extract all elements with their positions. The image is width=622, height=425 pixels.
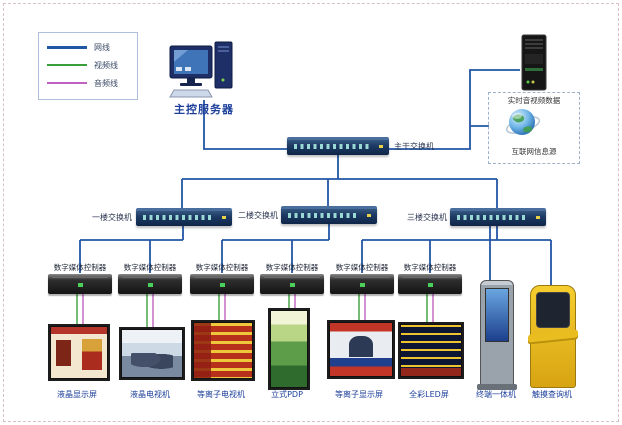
legend-label: 音频线 [94, 78, 118, 88]
backbone-switch [287, 137, 389, 155]
media-controller-4 [260, 274, 324, 294]
floor2-switch [281, 206, 377, 224]
switch-ports [457, 215, 526, 220]
legend-label: 视频线 [94, 60, 118, 70]
media-controller-2 [118, 274, 182, 294]
media-controller-label: 数字媒体控制器 [123, 263, 177, 272]
kiosk-touch-query [530, 285, 576, 388]
video-line-swatch [47, 64, 87, 66]
network-line-swatch [47, 45, 87, 49]
floor3-switch [450, 208, 546, 226]
desktop-computer-icon [169, 41, 233, 98]
internet-globe-icon [505, 105, 541, 141]
media-controller-label: 数字媒体控制器 [335, 263, 389, 272]
display-plasma-tv [191, 320, 255, 381]
audio-line-swatch [47, 82, 87, 84]
floor2-switch-label: 二楼交换机 [238, 211, 278, 220]
media-controller-label: 数字媒体控制器 [403, 263, 457, 272]
switch-led [367, 214, 371, 217]
display-led-screen [398, 322, 464, 379]
legend-label: 网线 [94, 42, 110, 52]
media-server-tower [518, 34, 550, 92]
lcd-tv-screen [122, 330, 182, 377]
terminal-kiosk-screen [485, 288, 509, 342]
switch-led [379, 145, 383, 148]
display-label: 全彩LED屏 [409, 390, 449, 399]
display-label: 触摸查询机 [532, 390, 572, 399]
switch-led [222, 216, 226, 219]
lcd-panel-screen [51, 327, 107, 378]
backbone-switch-label: 主干交换机 [394, 142, 434, 151]
switch-ports [143, 215, 212, 220]
media-controller-5 [330, 274, 394, 294]
vertical-pdp-screen [271, 311, 307, 387]
server-tower-icon [521, 34, 547, 91]
display-label: 液晶电视机 [130, 390, 170, 399]
display-lcd-tv [119, 327, 185, 380]
floor1-switch [136, 208, 232, 226]
media-controller-label: 数字媒体控制器 [195, 263, 249, 272]
touch-kiosk-screen [536, 292, 570, 328]
display-label: 立式PDP [271, 390, 303, 399]
floor1-switch-label: 一楼交换机 [92, 213, 132, 222]
switch-ports [294, 144, 369, 149]
source-group-box: 实时音视频数据 互联网信息源 [488, 92, 580, 164]
media-controller-label: 数字媒体控制器 [265, 263, 319, 272]
display-label: 等离子电视机 [197, 390, 245, 399]
floor3-switch-label: 三楼交换机 [407, 213, 447, 222]
media-controller-6 [398, 274, 462, 294]
kiosk-terminal-allinone [477, 280, 517, 390]
display-label: 终端一体机 [476, 390, 516, 399]
main-server-label: 主控服务器 [174, 103, 234, 116]
media-controller-label: 数字媒体控制器 [53, 263, 107, 272]
legend-item-video: 视频线 [47, 59, 118, 71]
switch-led [536, 216, 540, 219]
plasma-tv-screen [194, 323, 252, 378]
display-plasma-panel [327, 320, 395, 379]
led-screen-content [401, 325, 461, 376]
main-server-computer [168, 40, 238, 100]
display-lcd-panel [48, 324, 110, 381]
switch-ports [288, 213, 357, 218]
media-controller-3 [190, 274, 254, 294]
legend-item-network: 网线 [47, 41, 110, 53]
plasma-panel-screen [330, 323, 392, 376]
legend-item-audio: 音频线 [47, 77, 118, 89]
media-source-label: 实时音视频数据 [507, 96, 561, 105]
media-controller-1 [48, 274, 112, 294]
display-label: 液晶显示屏 [57, 390, 97, 399]
legend: 网线 视频线 音频线 [38, 32, 138, 100]
display-vertical-pdp [268, 308, 310, 390]
internet-source-label: 互联网信息源 [511, 147, 557, 156]
display-label: 等离子显示屏 [335, 390, 383, 399]
